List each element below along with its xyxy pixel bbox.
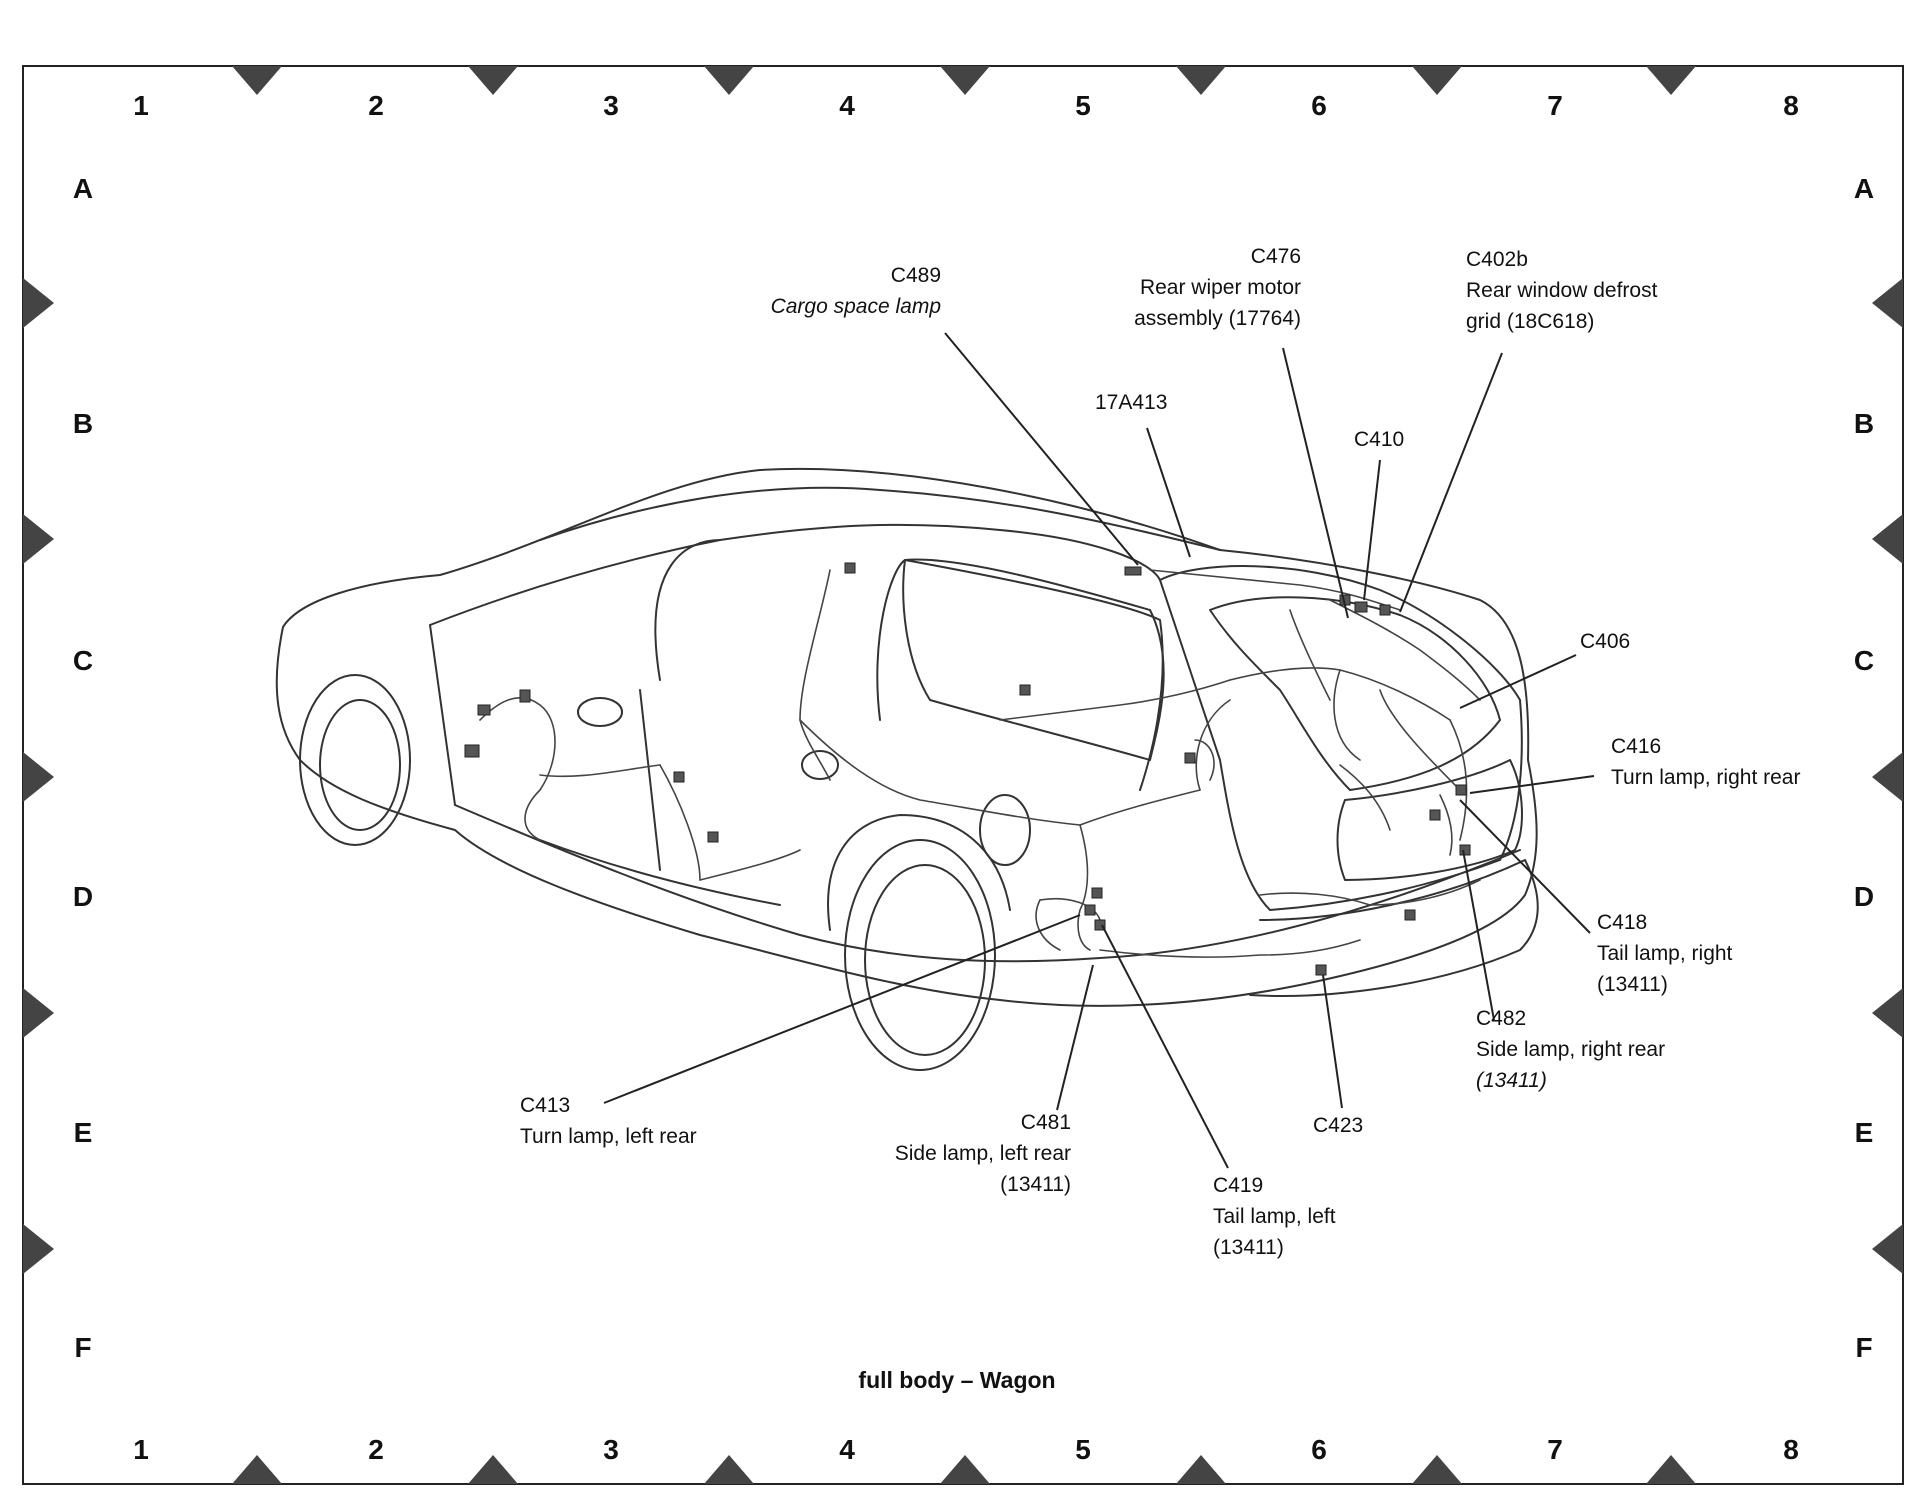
grid-markers-top	[232, 66, 1696, 95]
callout-c413: C413 Turn lamp, left rear	[520, 1090, 697, 1152]
grid-col-4-bottom: 4	[839, 1434, 855, 1465]
grid-col-1-top: 1	[133, 90, 149, 121]
grid-col-6-top: 6	[1311, 90, 1327, 121]
callout-c419-id: C419	[1213, 1174, 1264, 1197]
leader-c419	[1101, 924, 1229, 1169]
callout-c410-id: C410	[1354, 428, 1405, 451]
callout-c419-desc2: (13411)	[1213, 1236, 1284, 1259]
grid-col-8-bottom: 8	[1783, 1434, 1799, 1465]
grid-col-6-bottom: 6	[1311, 1434, 1327, 1465]
grid-row-d-right: D	[1853, 881, 1875, 912]
grid-row-d-left: D	[72, 881, 94, 912]
callout-c482-desc1: Side lamp, right rear	[1476, 1038, 1666, 1061]
leader-c482	[1462, 849, 1495, 1021]
grid-row-b-left: B	[72, 408, 94, 439]
callout-c482-desc2: (13411)	[1476, 1069, 1547, 1092]
callout-c482-id: C482	[1476, 1007, 1527, 1030]
leader-c413	[603, 914, 1081, 1104]
callout-c418-desc2: (13411)	[1597, 973, 1668, 996]
callout-c406: C406	[1580, 626, 1630, 657]
leader-c418	[1459, 799, 1591, 934]
callout-c419: C419 Tail lamp, left (13411)	[1213, 1170, 1336, 1263]
leader-17a413	[1146, 427, 1191, 558]
grid-col-4-top: 4	[839, 90, 855, 121]
leader-lines	[603, 332, 1595, 1169]
leader-c481	[1056, 964, 1094, 1111]
leader-c476	[1282, 347, 1349, 619]
callout-c423-id: C423	[1313, 1114, 1364, 1137]
callout-c410: C410	[1354, 424, 1404, 455]
leader-c423	[1322, 974, 1343, 1109]
callout-c406-id: C406	[1580, 630, 1631, 653]
grid-markers-left	[23, 278, 54, 1274]
grid-row-c-left: C	[72, 645, 94, 676]
callout-17a413-id: 17A413	[1095, 391, 1168, 414]
callout-c476: C476 Rear wiper motor assembly (17764)	[1134, 241, 1301, 334]
callout-c402b-desc1: Rear window defrost	[1466, 279, 1658, 302]
callout-c481-id: C481	[1020, 1111, 1071, 1134]
callout-c481-desc1: Side lamp, left rear	[894, 1142, 1071, 1165]
grid-col-3-bottom: 3	[603, 1434, 619, 1465]
grid-col-8-top: 8	[1783, 90, 1799, 121]
grid-row-f-left: F	[74, 1332, 92, 1363]
grid-row-b-right: B	[1853, 408, 1875, 439]
wiring-harness	[479, 569, 1481, 958]
callout-c418-id: C418	[1597, 911, 1648, 934]
callout-c476-id: C476	[1250, 245, 1301, 268]
callout-c476-desc1: Rear wiper motor	[1139, 276, 1301, 299]
callout-c489-desc: Cargo space lamp	[770, 295, 941, 318]
connectors	[464, 562, 1471, 976]
callout-17a413: 17A413	[1095, 387, 1167, 418]
callout-c416-id: C416	[1611, 735, 1662, 758]
leader-c416	[1469, 775, 1595, 794]
callout-c418-desc1: Tail lamp, right	[1597, 942, 1733, 965]
leader-c406	[1459, 654, 1577, 709]
grid-row-e-left: E	[73, 1117, 93, 1148]
grid-col-5-bottom: 5	[1075, 1434, 1091, 1465]
leader-c410	[1363, 459, 1381, 601]
grid-col-2-top: 2	[368, 90, 384, 121]
grid-row-a-left: A	[72, 173, 94, 204]
callout-c416-desc: Turn lamp, right rear	[1611, 766, 1801, 789]
leader-c402b	[1399, 352, 1503, 613]
grid-markers-bottom	[232, 1455, 1696, 1484]
callout-c489: C489 Cargo space lamp	[771, 260, 941, 322]
callout-c402b: C402b Rear window defrost grid (18C618)	[1466, 244, 1657, 337]
callout-c419-desc1: Tail lamp, left	[1213, 1205, 1336, 1228]
callout-c402b-id: C402b	[1466, 248, 1528, 271]
grid-row-f-right: F	[1855, 1332, 1873, 1363]
grid-row-e-right: E	[1854, 1117, 1874, 1148]
callout-c481: C481 Side lamp, left rear (13411)	[895, 1107, 1071, 1200]
callout-c413-id: C413	[520, 1094, 571, 1117]
callout-c416: C416 Turn lamp, right rear	[1611, 731, 1800, 793]
callout-c402b-desc2: grid (18C618)	[1466, 310, 1595, 333]
grid-row-c-right: C	[1853, 645, 1875, 676]
grid-col-1-bottom: 1	[133, 1434, 149, 1465]
grid-col-2-bottom: 2	[368, 1434, 384, 1465]
grid-markers-right	[1872, 278, 1903, 1274]
callout-c481-desc2: (13411)	[1000, 1173, 1071, 1196]
callout-c476-desc2: assembly (17764)	[1134, 307, 1301, 330]
callout-c423: C423	[1313, 1110, 1363, 1141]
callout-c418: C418 Tail lamp, right (13411)	[1597, 907, 1732, 1000]
grid-col-3-top: 3	[603, 90, 619, 121]
callout-c482: C482 Side lamp, right rear (13411)	[1476, 1003, 1665, 1096]
callout-c489-id: C489	[890, 264, 941, 287]
callout-c413-desc: Turn lamp, left rear	[520, 1125, 697, 1148]
wagon-body-outline	[275, 467, 1539, 1071]
grid-col-7-top: 7	[1547, 90, 1563, 121]
grid-col-5-top: 5	[1075, 90, 1091, 121]
grid-col-7-bottom: 7	[1547, 1434, 1563, 1465]
diagram-title: full body – Wagon	[858, 1367, 1056, 1393]
leader-c489	[944, 332, 1139, 566]
grid-row-a-right: A	[1853, 173, 1875, 204]
